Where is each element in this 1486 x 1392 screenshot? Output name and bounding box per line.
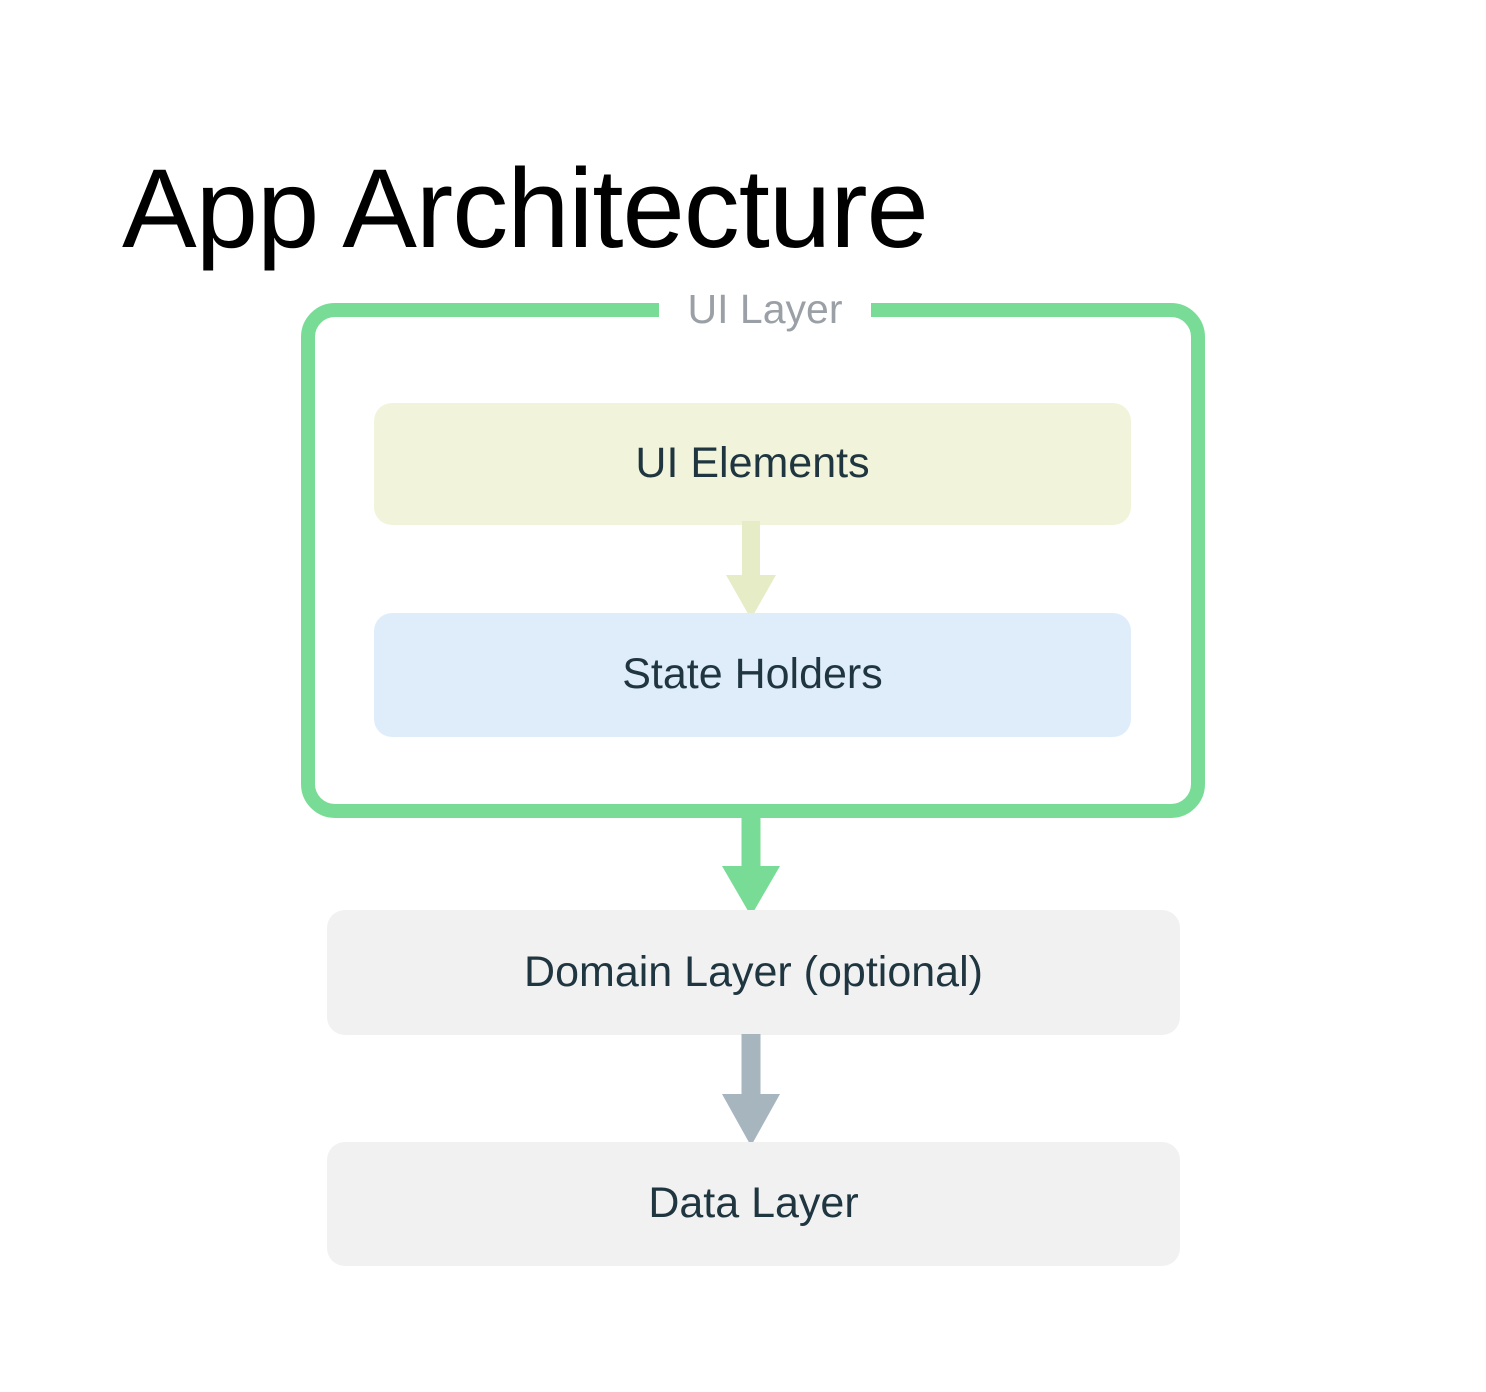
arrow-ui-layer-to-domain-layer <box>712 806 790 916</box>
node-ui-elements[interactable]: UI Elements <box>374 403 1131 525</box>
arrow-shaft <box>742 521 760 581</box>
arrow-head-down-icon <box>726 575 776 619</box>
page-title: App Architecture <box>122 146 929 272</box>
arrow-domain-layer-to-data-layer <box>712 1034 790 1146</box>
arrow-ui-elements-to-state-holders <box>714 521 788 619</box>
arrow-shaft <box>741 1034 761 1096</box>
ui-layer-label: UI Layer <box>687 286 843 332</box>
arrow-shaft <box>741 806 761 868</box>
ui-layer-label-notch <box>659 301 871 321</box>
arrow-head-down-icon <box>722 866 780 916</box>
arrow-head-down-icon <box>722 1094 780 1146</box>
ui-layer-container: UI Layer <box>301 286 1205 818</box>
node-state-holders[interactable]: State Holders <box>374 613 1131 737</box>
node-domain-layer[interactable]: Domain Layer (optional) <box>327 910 1180 1035</box>
node-data-layer[interactable]: Data Layer <box>327 1142 1180 1266</box>
